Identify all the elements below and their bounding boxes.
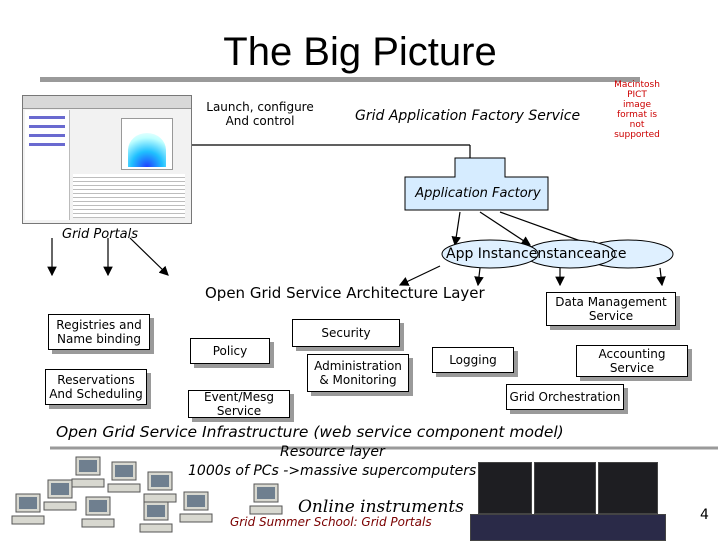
app-factory-shape bbox=[404, 157, 549, 211]
app-instance-ellipse-1 bbox=[441, 239, 539, 269]
pc-icon bbox=[81, 496, 115, 528]
instance-arrow-1 bbox=[398, 265, 441, 286]
logging-box: Logging bbox=[432, 347, 514, 373]
pc-icon bbox=[11, 493, 45, 525]
pc-icon bbox=[71, 456, 105, 488]
instance-arrow-4 bbox=[656, 267, 666, 287]
rack-1 bbox=[478, 462, 532, 514]
grid-orchestration-box: Grid Orchestration bbox=[506, 384, 624, 410]
pc-icon bbox=[43, 479, 77, 511]
application-factory-label: Application Factory bbox=[415, 186, 541, 201]
portal-toolbar bbox=[23, 96, 191, 109]
event-service-box: Event/Mesg Service bbox=[188, 390, 290, 418]
security-box: Security bbox=[292, 319, 400, 347]
pc-icon bbox=[143, 471, 177, 503]
title-underline bbox=[40, 77, 640, 82]
ogsi-label: Open Grid Service Infrastructure (web se… bbox=[56, 423, 564, 441]
instrument-photo bbox=[470, 514, 666, 541]
pc-icon bbox=[249, 483, 283, 515]
resource-layer-label: Resource layer bbox=[280, 444, 385, 460]
rack-2 bbox=[534, 462, 596, 514]
instance-arrow-2 bbox=[474, 267, 484, 287]
portal-plot bbox=[121, 118, 173, 170]
portal-sidebar bbox=[25, 110, 70, 220]
pict-seal: Macintosh PICT image format is not suppo… bbox=[614, 80, 660, 140]
policy-box: Policy bbox=[190, 338, 270, 364]
online-instruments-label: Online instruments bbox=[298, 497, 464, 517]
app-instance-label: App Instancenstanceance bbox=[446, 246, 627, 262]
ogsa-layer-label: Open Grid Service Architecture Layer bbox=[205, 284, 485, 302]
grid-portals-label: Grid Portals bbox=[62, 227, 139, 242]
launch-configure-label: Launch, configure And control bbox=[206, 100, 314, 128]
pc-icon bbox=[179, 491, 213, 523]
page-number: 4 bbox=[700, 507, 709, 523]
pc-icon bbox=[107, 461, 141, 493]
factory-to-instance-arrow-1 bbox=[451, 211, 462, 247]
administration-box: Administration & Monitoring bbox=[307, 354, 409, 392]
portal-arrow-3 bbox=[129, 237, 169, 276]
registries-box: Registries and Name binding bbox=[48, 314, 150, 350]
factory-to-instance-arrow-2 bbox=[479, 211, 532, 246]
pcs-label: 1000s of PCs ->massive supercomputers bbox=[188, 463, 477, 479]
accounting-service-box: Accounting Service bbox=[576, 345, 688, 377]
reservations-box: Reservations And Scheduling bbox=[45, 369, 147, 405]
data-management-service-box: Data Management Service bbox=[546, 292, 676, 326]
slide-title: The Big Picture bbox=[223, 30, 497, 74]
portal-text-lines bbox=[73, 174, 185, 218]
footer-text: Grid Summer School: Grid Portals bbox=[230, 515, 432, 529]
gafs-label: Grid Application Factory Service bbox=[355, 108, 581, 124]
portal-screenshot bbox=[22, 95, 192, 224]
rack-3 bbox=[598, 462, 658, 514]
pc-icon bbox=[139, 501, 173, 533]
